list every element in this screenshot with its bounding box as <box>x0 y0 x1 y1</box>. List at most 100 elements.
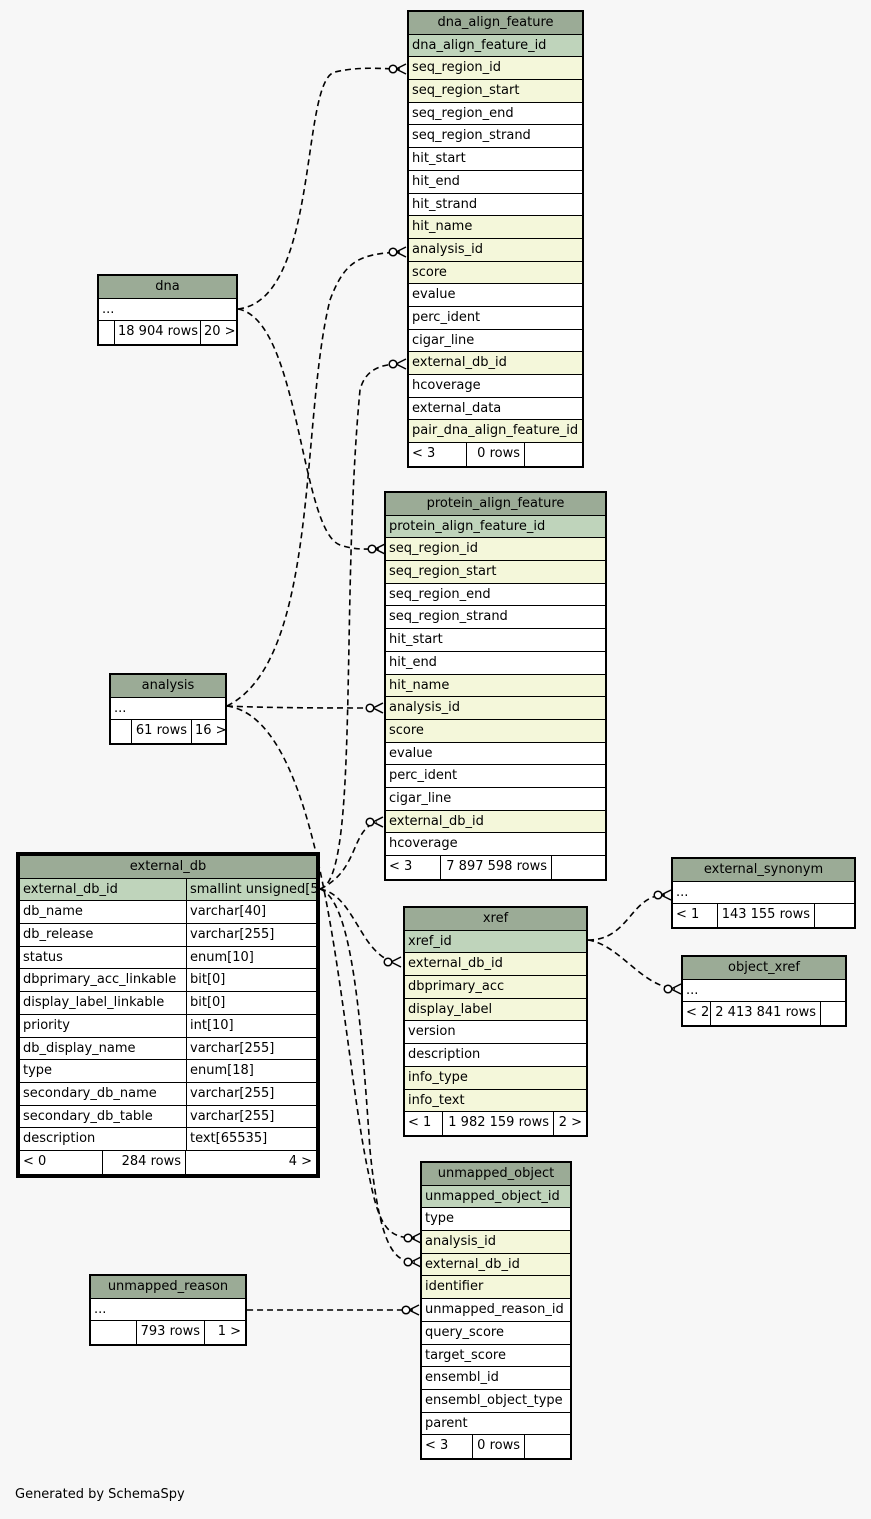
column-row[interactable]: seq_region_id <box>409 57 582 81</box>
table-header[interactable]: dna_align_feature <box>409 12 582 35</box>
column-row[interactable]: info_text <box>405 1089 586 1113</box>
parents-count[interactable] <box>91 1321 137 1345</box>
column-row[interactable]: ... <box>99 299 236 322</box>
column-row[interactable]: hit_name <box>409 216 582 239</box>
table-header[interactable]: protein_align_feature <box>386 493 605 516</box>
children-count[interactable]: 4 > <box>288 1153 312 1169</box>
column-row[interactable]: unmapped_reason_id <box>422 1299 570 1322</box>
children-count[interactable] <box>525 1435 570 1458</box>
column-row[interactable]: dna_align_feature_id <box>409 34 582 58</box>
column-row[interactable]: protein_align_feature_id <box>386 515 605 539</box>
column-row[interactable]: seq_region_strand <box>386 606 605 630</box>
column-row[interactable]: external_db_id <box>422 1253 570 1277</box>
parents-count[interactable]: < 3 <box>422 1435 473 1458</box>
column-row[interactable]: ... <box>91 1299 245 1322</box>
column-row[interactable]: seq_region_start <box>386 561 605 584</box>
column-row[interactable]: hcoverage <box>409 375 582 398</box>
column-row[interactable]: perc_ident <box>409 307 582 330</box>
column-row[interactable]: hcoverage <box>386 833 605 856</box>
children-count[interactable]: 20 > <box>204 324 236 340</box>
column-row[interactable]: external_data <box>409 398 582 421</box>
parents-count[interactable] <box>99 321 115 345</box>
table-header[interactable]: xref <box>405 908 586 931</box>
column-row[interactable]: ... <box>673 882 854 905</box>
column-row[interactable]: evalue <box>386 743 605 766</box>
column-row[interactable]: display_label <box>405 998 586 1022</box>
parents-count[interactable]: < 1 <box>673 904 718 928</box>
column-row[interactable]: hit_end <box>409 171 582 194</box>
parents-count[interactable] <box>111 720 132 744</box>
column-row[interactable]: ensembl_id <box>422 1367 570 1390</box>
column-row[interactable]: hit_end <box>386 652 605 675</box>
children-count[interactable] <box>815 904 854 927</box>
table-header[interactable]: unmapped_reason <box>91 1276 245 1299</box>
table-header[interactable]: analysis <box>111 675 225 698</box>
parents-count[interactable]: < 3 <box>409 443 467 466</box>
column-row[interactable]: seq_region_end <box>409 103 582 126</box>
column-row[interactable]: perc_ident <box>386 765 605 788</box>
column-row[interactable]: seq_region_id <box>386 538 605 562</box>
children-count[interactable]: 1 > <box>217 1324 241 1340</box>
column-row[interactable]: external_db_id <box>386 810 605 834</box>
column-row[interactable]: score <box>386 719 605 743</box>
children-count[interactable] <box>525 443 582 466</box>
column-row[interactable]: hit_start <box>386 629 605 652</box>
parents-count[interactable]: < 1 <box>405 1112 443 1135</box>
column-row[interactable]: dbprimary_acc <box>405 976 586 999</box>
column-row[interactable]: seq_region_start <box>409 80 582 103</box>
column-row[interactable]: ... <box>111 698 225 721</box>
column-row[interactable]: pair_dna_align_feature_id <box>409 420 582 444</box>
column-row[interactable]: target_score <box>422 1345 570 1368</box>
children-count[interactable] <box>821 1002 845 1025</box>
children-count[interactable] <box>552 856 605 879</box>
column-row[interactable]: type <box>422 1208 570 1232</box>
children-count[interactable]: 2 > <box>558 1115 582 1131</box>
column-row[interactable]: hit_start <box>409 148 582 171</box>
column-row[interactable]: external_db_id <box>409 352 582 375</box>
parents-count[interactable]: < 3 <box>386 856 441 879</box>
column-row[interactable]: seq_region_end <box>386 584 605 607</box>
table-header[interactable]: dna <box>99 276 236 299</box>
column-row[interactable]: analysis_id <box>409 238 582 262</box>
table-header[interactable]: object_xref <box>683 957 845 980</box>
table-header[interactable]: unmapped_object <box>422 1163 570 1186</box>
column-row[interactable]: cigar_line <box>386 788 605 811</box>
column-row[interactable]: ... <box>683 980 845 1003</box>
column-row[interactable]: analysis_id <box>422 1231 570 1254</box>
parents-count[interactable]: < 0 <box>20 1150 103 1174</box>
column-row[interactable]: version <box>405 1021 586 1045</box>
column-row[interactable]: parent <box>422 1413 570 1436</box>
column-row[interactable]: ensembl_object_type <box>422 1390 570 1413</box>
column-row[interactable]: xref_id <box>405 930 586 954</box>
column-row[interactable]: info_type <box>405 1066 586 1090</box>
column-row[interactable]: seq_region_strand <box>409 125 582 149</box>
column-row[interactable]: description <box>405 1044 586 1067</box>
column-row[interactable]: hit_strand <box>409 194 582 217</box>
column-row[interactable]: evalue <box>409 284 582 307</box>
table-header[interactable]: external_db <box>20 856 316 879</box>
children-count[interactable]: 16 > <box>195 723 225 739</box>
parents-count[interactable]: < 2 <box>683 1002 711 1026</box>
table-header[interactable]: external_synonym <box>673 859 854 882</box>
column-row[interactable]: external_db_id <box>405 953 586 977</box>
